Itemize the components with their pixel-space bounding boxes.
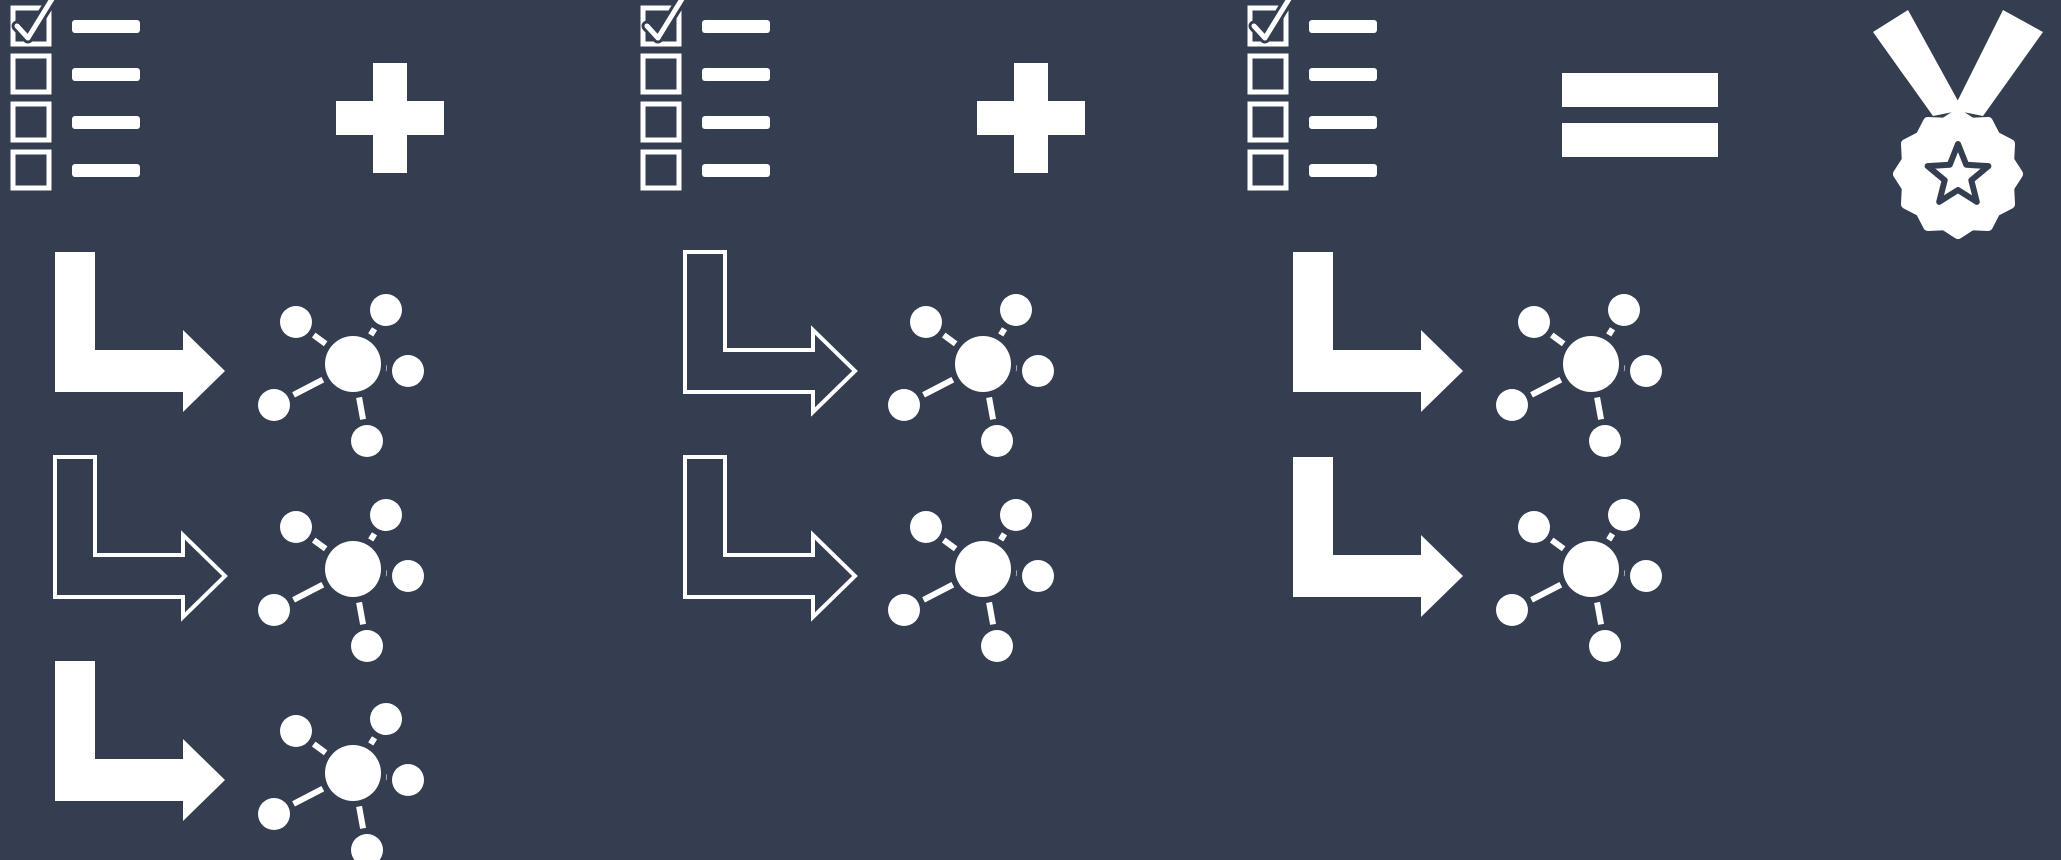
network-hub-icon (258, 294, 424, 457)
filled-turn-arrow-icon (55, 252, 225, 412)
filled-turn-arrow-icon (55, 661, 225, 821)
plus-icon (977, 63, 1085, 173)
checklist-icon (640, 0, 770, 191)
outline-turn-arrow-icon (683, 250, 858, 417)
network-hub-icon (888, 294, 1054, 457)
network-hub-icon (888, 499, 1054, 662)
outline-turn-arrow-icon (53, 455, 228, 622)
network-hub-icon (1496, 499, 1662, 662)
outline-turn-arrow-icon (683, 455, 858, 622)
medal-icon (1873, 10, 2043, 239)
network-hub-icon (1496, 294, 1662, 457)
filled-turn-arrow-icon (1293, 457, 1463, 617)
checklist-icon (10, 0, 140, 191)
network-hub-icon (258, 499, 424, 662)
checklist-icon (1247, 0, 1377, 191)
filled-turn-arrow-icon (1293, 252, 1463, 412)
plus-icon (336, 63, 444, 173)
equals-icon (1562, 73, 1718, 157)
network-hub-icon (258, 703, 424, 860)
